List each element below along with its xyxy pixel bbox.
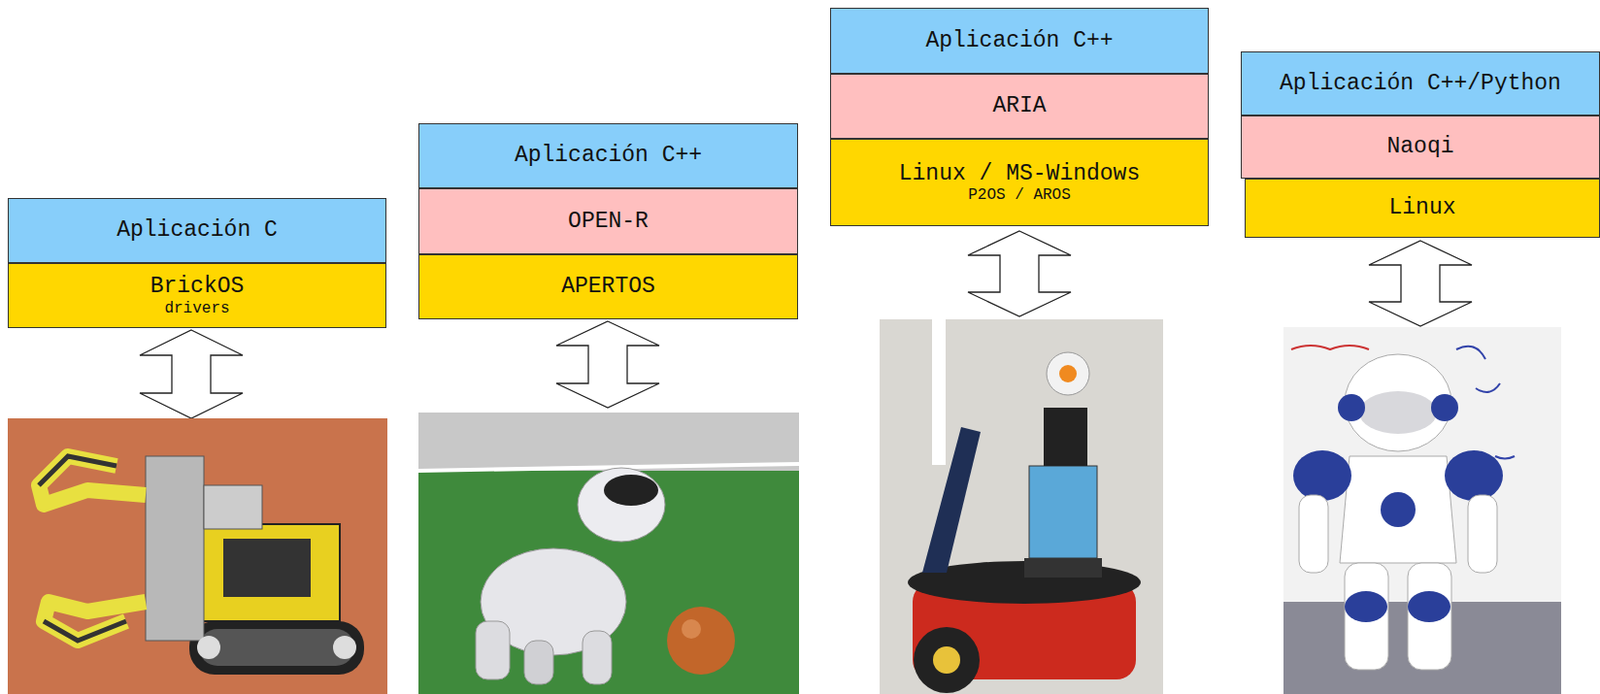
aibo-robot-photo: [418, 412, 800, 694]
middleware-layer: ARIA: [830, 73, 1209, 139]
middleware-layer: OPEN-R: [418, 188, 799, 255]
application-layer: Aplicación C++/Python: [1240, 51, 1600, 116]
layer-name: Linux: [1388, 195, 1456, 221]
layer-name: Linux / MS-Windows: [899, 161, 1140, 187]
nao-robot-photo: [1283, 327, 1562, 694]
layer-name: Aplicación C++: [925, 28, 1113, 54]
os-layer: Linux / MS-WindowsP2OS / AROS: [830, 138, 1209, 227]
layer-detail: drivers: [164, 300, 230, 318]
middleware-layer: Naoqi: [1240, 115, 1600, 179]
os-layer: Linux: [1244, 178, 1600, 238]
os-layer: APERTOS: [418, 254, 799, 320]
double-arrow: [967, 231, 1071, 317]
layer-detail: P2OS / AROS: [967, 186, 1071, 204]
double-arrow: [139, 330, 243, 419]
layer-name: Aplicación C: [116, 217, 278, 243]
double-arrow: [1368, 240, 1472, 327]
layer-name: Naoqi: [1386, 133, 1454, 160]
double-arrow: [556, 321, 660, 408]
layer-name: APERTOS: [561, 273, 656, 300]
application-layer: Aplicación C++: [418, 123, 799, 189]
layer-name: Aplicación C++: [514, 142, 702, 168]
lego-robot-photo: [7, 418, 388, 694]
application-layer: Aplicación C: [7, 198, 387, 264]
layer-name: BrickOS: [150, 273, 245, 300]
pioneer-robot-photo: [879, 319, 1164, 694]
layer-name: ARIA: [992, 93, 1046, 119]
layer-name: OPEN-R: [567, 208, 649, 234]
os-layer: BrickOSdrivers: [7, 263, 387, 329]
layer-name: Aplicación C++/Python: [1279, 70, 1562, 97]
application-layer: Aplicación C++: [830, 7, 1209, 74]
